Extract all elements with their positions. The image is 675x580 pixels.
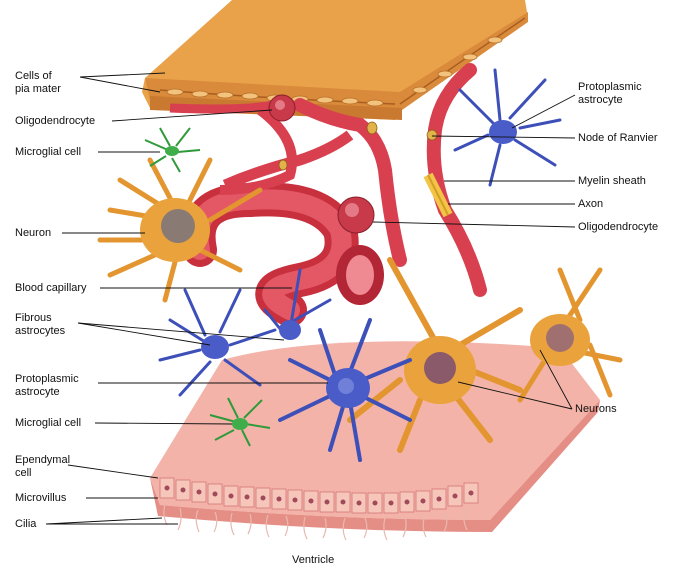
label-microglial-cell-top: Microglial cell	[15, 146, 82, 158]
blood-capillary	[181, 106, 384, 327]
caption-ventricle: Ventricle	[292, 554, 335, 566]
label-myelin-sheath: Myelin sheath	[578, 175, 646, 187]
label-oligodendrocyte-left: Oligodendrocyte	[15, 115, 96, 127]
label-protoplasmic-astrocyte-left: Protoplasmic astrocyte	[15, 373, 79, 398]
neurons	[97, 157, 623, 453]
leader-lines	[45, 72, 576, 525]
label-ependymal-cell: Ependymal cell	[15, 454, 71, 479]
label-microglial-cell-bottom: Microglial cell	[15, 417, 82, 429]
label-neuron: Neuron	[15, 227, 52, 239]
label-oligodendrocyte-right: Oligodendrocyte	[578, 221, 659, 233]
oligodendrocyte-cells	[268, 94, 375, 234]
label-cells-of-pia-mater: Cells of pia mater	[15, 70, 61, 95]
microglial-cells	[144, 127, 271, 447]
label-cilia: Cilia	[15, 518, 37, 530]
label-fibrous-astrocytes: Fibrous astrocytes	[15, 312, 66, 337]
astrocytes	[158, 68, 562, 462]
label-node-of-ranvier: Node of Ranvier	[578, 132, 658, 144]
ependymal-layer	[150, 341, 600, 541]
label-microvillus: Microvillus	[15, 492, 67, 504]
myelinated-axons	[169, 63, 487, 297]
label-axon: Axon	[578, 198, 604, 210]
label-neurons: Neurons	[575, 403, 617, 415]
label-protoplasmic-astrocyte-right: Protoplasmic astrocyte	[578, 81, 642, 106]
label-blood-capillary: Blood capillary	[15, 282, 87, 294]
